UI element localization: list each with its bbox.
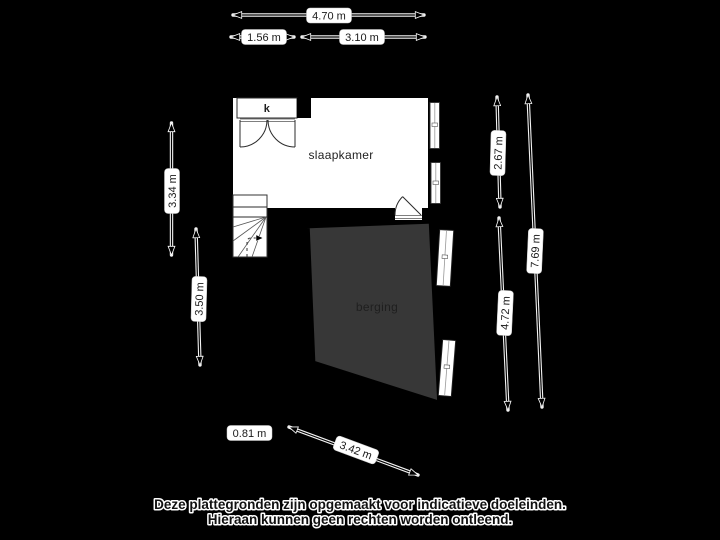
dim-bottom: 3.42 m xyxy=(287,425,420,477)
closet-doors xyxy=(239,118,296,148)
stairs xyxy=(232,194,268,258)
bedroom-window-lower xyxy=(430,162,441,204)
dimension-label: 4.70 m xyxy=(312,11,346,23)
dim-bottom-left: 0.81 m xyxy=(226,425,273,441)
stairs-walkline xyxy=(246,234,264,257)
dim-total-width: 4.70 m xyxy=(231,7,426,24)
dim-closet-width: 1.56 m xyxy=(229,29,296,45)
dimension-label: 0.81 m xyxy=(233,428,267,440)
disclaimer-line-2: Hieraan kunnen geen rechten worden ontle… xyxy=(208,512,513,527)
dimension-label: 1.56 m xyxy=(247,32,281,44)
dim-right-upper: 2.67 m xyxy=(489,95,507,209)
dimension-label: 3.50 m xyxy=(194,282,207,316)
dim-right-total: 7.69 m xyxy=(526,93,543,409)
storage-room xyxy=(296,210,457,419)
dim-left-upper: 3.34 m xyxy=(164,121,180,257)
dim-left-lower: 3.50 m xyxy=(190,227,208,367)
storage-window-lower xyxy=(437,339,457,397)
stairs-floor xyxy=(233,195,267,257)
dim-bedroom-width: 3.10 m xyxy=(300,29,427,45)
dimension-label: 3.34 m xyxy=(167,174,179,208)
dimension-label: 3.10 m xyxy=(345,32,379,44)
dimension-label: 7.69 m xyxy=(529,234,543,268)
interior-door xyxy=(394,195,422,220)
bedroom-label: slaapkamer xyxy=(308,148,373,162)
disclaimer-line-1: Deze plattegronden zijn opgemaakt voor i… xyxy=(154,497,566,512)
bedroom-window-upper xyxy=(429,102,440,149)
dim-right-lower: 4.72 m xyxy=(496,216,514,412)
dimension-label: 4.72 m xyxy=(499,296,513,330)
closet xyxy=(236,97,311,148)
closet-label: k xyxy=(264,103,271,115)
dimension-label: 2.67 m xyxy=(493,136,506,170)
storage-label: berging xyxy=(356,300,398,314)
storage-window-upper xyxy=(435,229,455,287)
